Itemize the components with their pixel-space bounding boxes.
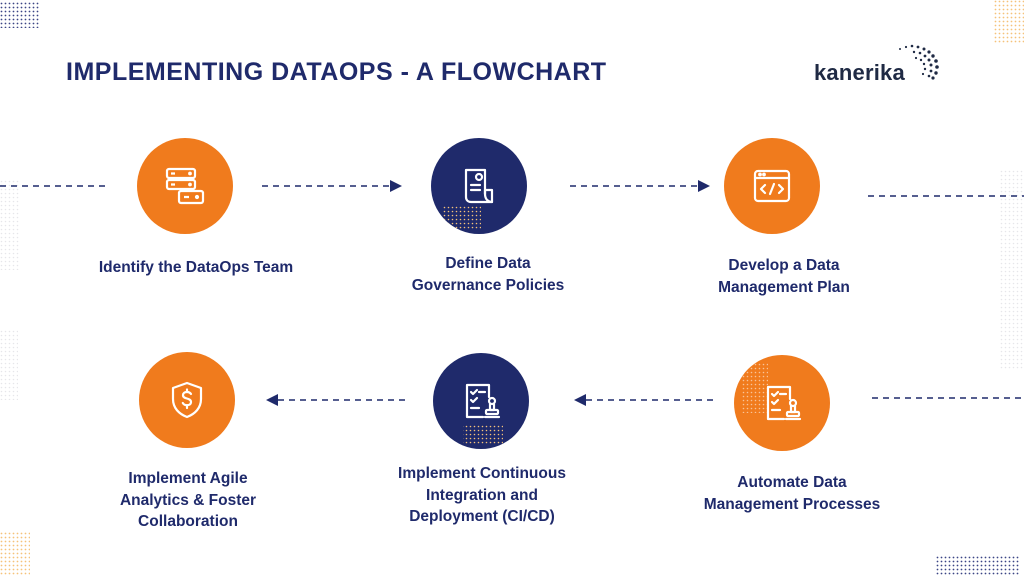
step-5-circle [433,353,529,449]
dot-grid-decoration [936,556,1020,576]
logo-text: kanerika [814,60,905,85]
step-5-label-line: Implement Continuous [398,465,566,482]
dot-grid-decoration [0,532,30,576]
step-2-label-line: Governance Policies [411,276,565,294]
step-3-circle [724,138,820,234]
step-5-label-line: Integration and [426,486,538,504]
circle-dot-texture [463,425,503,445]
document-policy-icon [464,168,494,204]
step-3-label: Develop a Data Management Plan [644,255,924,298]
checklist-stamp-icon [766,385,802,421]
step-5-label-line: Deployment (CI/CD) [409,508,555,526]
step-3-label-line: Management Plan [718,278,850,296]
page-title: IMPLEMENTING DATAOPS - A FLOWCHART [66,58,607,86]
step-2-label-line: Define Data [445,255,531,272]
step-3-label-line: Develop a Data [728,257,840,274]
step-2-label: Define Data Governance Policies [348,253,628,296]
dashed-line-right-top [868,195,1024,197]
step-2-circle [431,138,527,234]
dashed-line-left-edge [0,185,110,187]
step-6-label-line: Collaboration [138,513,238,531]
arrow-step1-to-step2 [262,180,402,192]
step-6-circle [139,352,235,448]
logo-dots-icon [899,44,939,80]
dollar-shield-icon [171,381,203,419]
dot-grid-decoration [994,0,1024,44]
arrow-step2-to-step3 [570,180,710,192]
step-6-label: Implement Agile Analytics & Foster Colla… [48,468,328,533]
dot-grid-decoration [0,330,18,400]
step-4-label: Automate Data Management Processes [652,472,932,515]
dashed-line-right-bottom [872,397,1024,399]
arrow-step4-to-step5 [574,394,718,406]
checklist-stamp-icon [465,383,501,419]
step-5-label: Implement Continuous Integration and Dep… [342,463,622,528]
step-6-label-line: Analytics & Foster [119,491,257,509]
step-4-label-line: Automate Data [737,474,847,491]
step-6-label-line: Implement Agile [128,470,248,487]
step-1-label: Identify the DataOps Team [56,257,336,279]
step-4-circle [734,355,830,451]
server-stack-icon [165,167,205,205]
step-4-label-line: Management Processes [703,495,881,513]
step-1-circle [137,138,233,234]
code-window-icon [753,169,791,203]
step-1-label-line: Identify the DataOps Team [98,259,294,276]
dot-grid-decoration [1000,170,1024,370]
dot-grid-decoration [0,2,40,28]
circle-dot-texture [742,363,768,413]
arrow-step5-to-step6 [266,394,410,406]
kanerika-logo: kanerika [812,40,942,92]
circle-dot-texture [443,206,481,230]
dot-grid-decoration [0,180,20,270]
